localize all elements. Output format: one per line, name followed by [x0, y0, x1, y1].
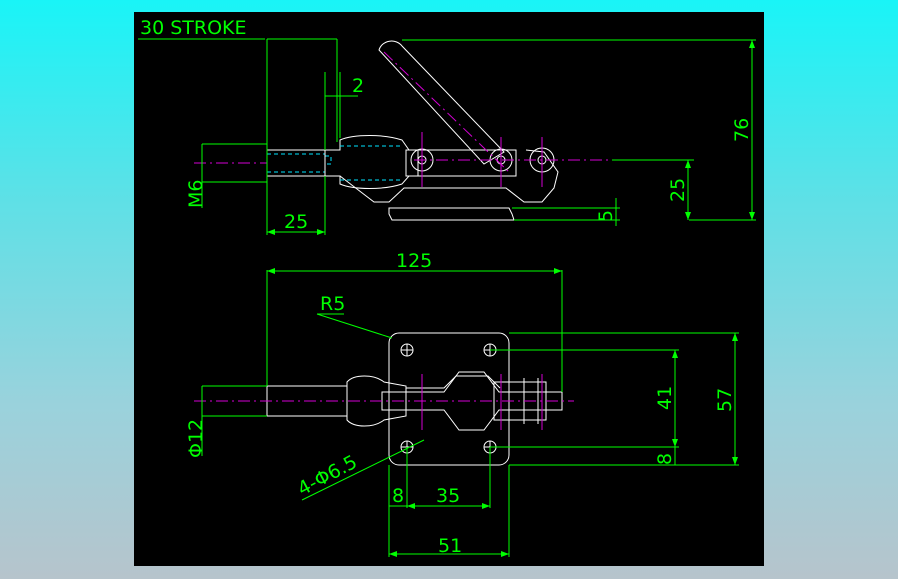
- dim-hole-spacing-x: 35: [436, 485, 460, 507]
- dim-base-width-x: 51: [438, 535, 462, 557]
- cad-drawing-canvas: 30 STROKE: [134, 12, 764, 566]
- dim-height-total: 76: [731, 118, 753, 142]
- dim-axis-height: 25: [667, 178, 689, 202]
- side-dimensions: 2 M6 25 76 25 5: [185, 38, 756, 235]
- dim-corner-radius: R5: [320, 293, 345, 315]
- top-link: [381, 371, 563, 431]
- dim-thread: M6: [185, 180, 207, 208]
- dim-hole-spacing-y: 41: [654, 386, 676, 410]
- dim-base-thickness: 5: [595, 210, 617, 222]
- dim-base-width-y: 57: [714, 388, 736, 412]
- frame-body: [339, 149, 559, 203]
- dim-thread-length: 25: [284, 211, 308, 233]
- top-plunger: [346, 375, 407, 427]
- side-view: [194, 40, 612, 221]
- top-dimensions: 125 R5 Φ12 4-Φ6.5 41 57 8 8: [185, 250, 739, 557]
- dim-overall-length: 125: [396, 250, 432, 272]
- handle-lever: [378, 40, 505, 165]
- title-label: 30 STROKE: [140, 17, 247, 39]
- dim-hole-edge-x: 8: [392, 485, 404, 507]
- clamp-drawing: 30 STROKE: [138, 17, 756, 557]
- dim-rod-diameter: Φ12: [185, 419, 207, 458]
- dim-stroke-offset: 2: [352, 75, 364, 97]
- top-view: [194, 332, 574, 466]
- base-plate: [388, 207, 515, 221]
- mount-hole-1: [400, 343, 414, 357]
- plunger-body: [324, 135, 419, 189]
- top-base-plate: [388, 332, 510, 466]
- link-bar: [405, 149, 517, 177]
- dim-hole-edge-y: 8: [654, 453, 676, 465]
